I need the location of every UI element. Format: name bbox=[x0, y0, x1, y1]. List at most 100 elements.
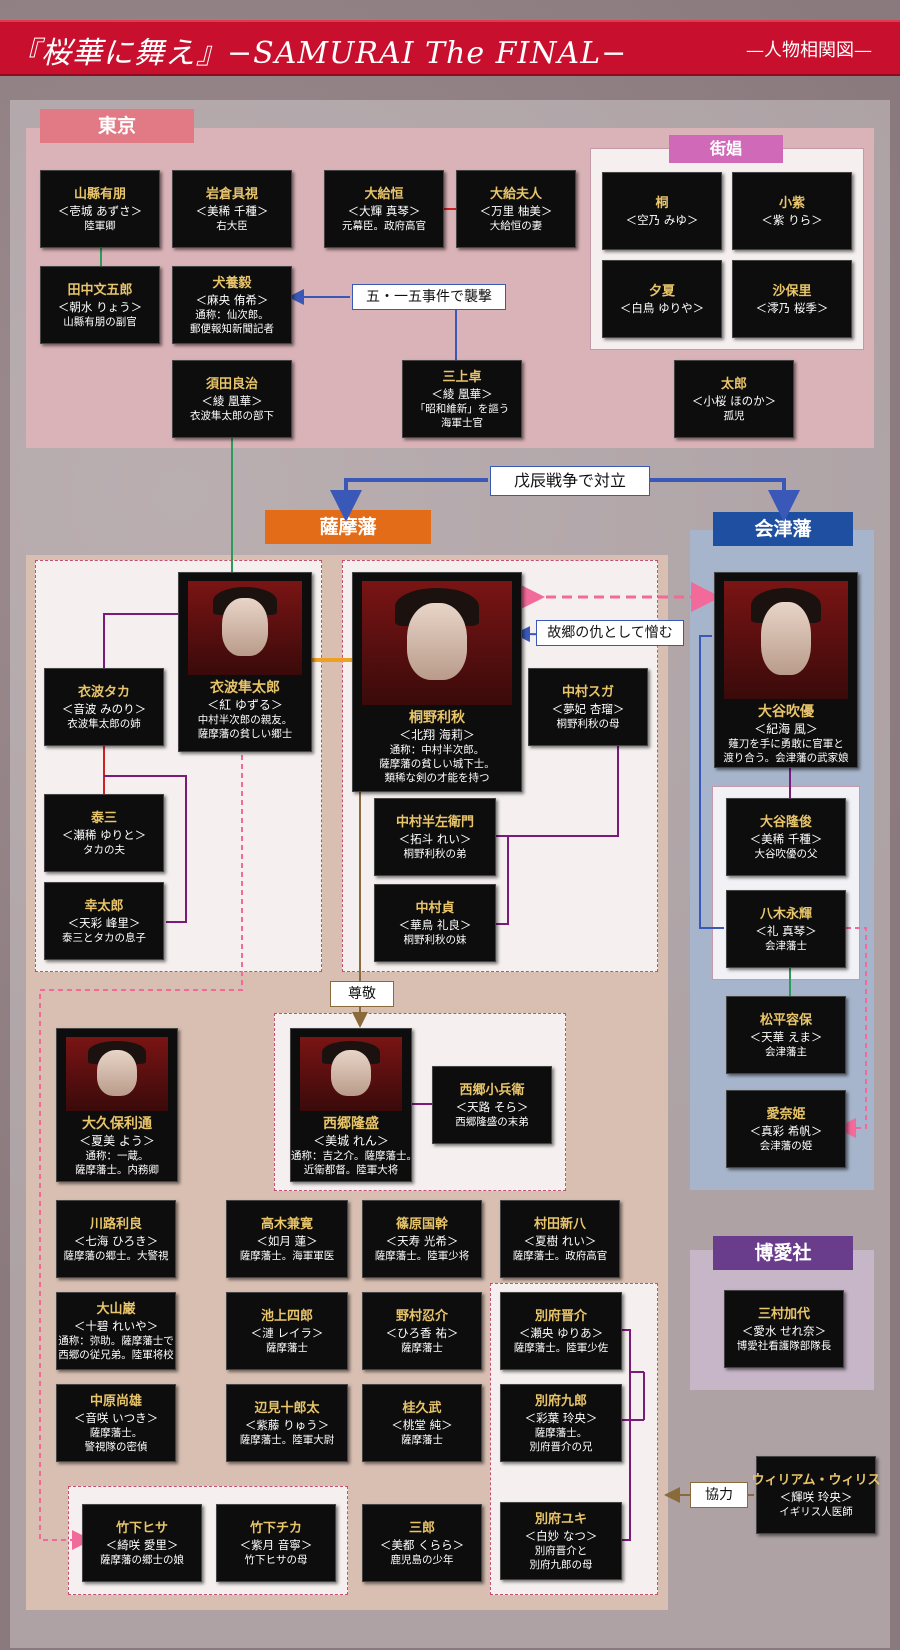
character-description: 衣波隼太郎の姉 bbox=[67, 717, 141, 730]
outside-card: ウィリアム・ウィリス＜輝咲 玲央＞イギリス人医師 bbox=[751, 1456, 881, 1534]
character-description: 薩摩藩士。 bbox=[89, 1426, 143, 1439]
character-description: 薩摩藩士。陸軍少佐 bbox=[513, 1341, 609, 1354]
actor-name: ＜大輝 真琴＞ bbox=[347, 203, 421, 218]
actor-name: ＜麻央 侑希＞ bbox=[195, 292, 269, 307]
tokyo-card: 山縣有朋＜壱城 あずさ＞陸軍卿 bbox=[40, 170, 160, 248]
character-description: 桐野利秋の妹 bbox=[403, 933, 467, 946]
actor-name: ＜白妙 なつ＞ bbox=[524, 1528, 598, 1543]
character-description: 通称：弥助。薩摩藩士で bbox=[58, 1334, 174, 1347]
character-name: 別府ユキ bbox=[534, 1511, 587, 1527]
satsuma-card: 幸太郎＜天彩 峰里＞泰三とタカの息子 bbox=[44, 882, 164, 960]
actor-name: ＜紫 りら＞ bbox=[761, 212, 823, 227]
character-name: 大給恒 bbox=[364, 186, 404, 202]
character-name: 沙保里 bbox=[772, 283, 812, 299]
character-description: 渡り合う。会津藩の武家娘 bbox=[723, 752, 849, 764]
character-description: 会津藩士 bbox=[765, 939, 807, 952]
actor-name: ＜美都 くらら＞ bbox=[379, 1537, 465, 1552]
actor-name: ＜夏美 よう＞ bbox=[79, 1134, 155, 1148]
label-aizu: 会津藩 bbox=[713, 512, 853, 546]
character-name: 池上四郎 bbox=[260, 1308, 313, 1324]
actor-name: ＜天寿 光希＞ bbox=[385, 1233, 459, 1248]
character-description: 通称：吉之介。薩摩藩士。 bbox=[291, 1150, 417, 1162]
character-description: 薩摩藩士。政府高官 bbox=[512, 1249, 608, 1262]
label-gaisho: 街娼 bbox=[669, 135, 783, 163]
actor-name: ＜音咲 いつき＞ bbox=[73, 1410, 159, 1425]
actor-name: ＜愛水 せれ奈＞ bbox=[741, 1323, 827, 1338]
label-hakuai: 博愛社 bbox=[713, 1236, 853, 1270]
actor-name: ＜紅 ゆずる＞ bbox=[207, 698, 283, 712]
character-description: イギリス人医師 bbox=[779, 1505, 853, 1518]
character-name: 大谷吹優 bbox=[758, 704, 814, 720]
character-description: 会津藩の姫 bbox=[759, 1139, 813, 1152]
character-description: タカの夫 bbox=[83, 843, 125, 856]
tokyo-card: 大給夫人＜万里 柚美＞大給恒の妻 bbox=[456, 170, 576, 248]
tokyo-card: 犬養毅＜麻央 侑希＞通称：仙次郎。郵便報知新聞記者 bbox=[172, 266, 292, 344]
character-name: 大給夫人 bbox=[489, 186, 542, 202]
character-name: 別府晋介 bbox=[534, 1308, 587, 1324]
note-revenge: 故郷の仇として憎む bbox=[536, 620, 684, 646]
character-description: 桐野利秋の弟 bbox=[403, 847, 467, 860]
character-description: 薩摩藩の貧しい郷士 bbox=[197, 728, 293, 740]
actor-name: ＜白鳥 ゆりや＞ bbox=[619, 300, 705, 315]
satsuma-card: 川路利良＜七海 ひろき＞薩摩藩の郷士。大警視 bbox=[56, 1200, 176, 1278]
character-description: 陸軍卿 bbox=[84, 219, 116, 232]
hakuai-card: 三村加代＜愛水 せれ奈＞博愛社看護隊部隊長 bbox=[724, 1290, 844, 1368]
character-description: 大谷吹優の父 bbox=[754, 847, 818, 860]
character-name: 須田良治 bbox=[205, 376, 258, 392]
character-name: 松平容保 bbox=[759, 1012, 812, 1028]
character-name: 大山巌 bbox=[96, 1301, 136, 1317]
character-description: 近衛都督。陸軍大将 bbox=[303, 1164, 399, 1176]
note-respect: 尊敬 bbox=[330, 981, 394, 1007]
actor-name: ＜紫月 音寧＞ bbox=[239, 1537, 313, 1552]
aizu-card: 愛奈姫＜真彩 希帆＞会津藩の姫 bbox=[726, 1090, 846, 1168]
character-name: 犬養毅 bbox=[212, 275, 252, 291]
actor-name: ＜北翔 海莉＞ bbox=[399, 728, 475, 742]
character-name: 愛奈姫 bbox=[766, 1106, 806, 1122]
satsuma-card: 辺見十郎太＜紫藤 りゅう＞薩摩藩士。陸軍大尉 bbox=[226, 1384, 348, 1462]
satsuma-card: 桂久武＜桃堂 純＞薩摩藩士 bbox=[362, 1384, 482, 1462]
character-name: 太郎 bbox=[720, 376, 747, 392]
character-name: 中村貞 bbox=[415, 900, 455, 916]
character-description: 薩摩藩士 bbox=[401, 1433, 443, 1446]
actor-name: ＜真彩 希帆＞ bbox=[749, 1123, 823, 1138]
satsuma-card: 村田新八＜夏樹 れい＞薩摩藩士。政府高官 bbox=[500, 1200, 620, 1278]
character-name: 中村スガ bbox=[561, 684, 614, 700]
character-description: 郵便報知新聞記者 bbox=[190, 322, 274, 335]
character-name: 田中文五郎 bbox=[67, 282, 133, 298]
aizu-card: 松平容保＜天華 えま＞会津藩主 bbox=[726, 996, 846, 1074]
character-description: 薩摩藩の貧しい城下士。 bbox=[379, 758, 495, 770]
actor-name: ＜万里 柚美＞ bbox=[479, 203, 553, 218]
character-description: 山縣有朋の副官 bbox=[63, 315, 137, 328]
character-name: 岩倉具視 bbox=[205, 186, 258, 202]
main-card-kirino: 桐野利秋＜北翔 海莉＞通称：中村半次郎。薩摩藩の貧しい城下士。類稀な剣の才能を持… bbox=[352, 572, 522, 792]
character-description: 「昭和維新」を謳う bbox=[414, 402, 510, 415]
actor-name: ＜如月 蓮＞ bbox=[256, 1233, 318, 1248]
actor-name: ＜十碧 れいや＞ bbox=[73, 1318, 159, 1333]
character-description: 鹿児島の少年 bbox=[390, 1553, 454, 1566]
character-name: 桐野利秋 bbox=[409, 710, 465, 726]
actor-name: ＜礼 真琴＞ bbox=[755, 923, 817, 938]
character-name: 三村加代 bbox=[757, 1306, 810, 1322]
character-description: 竹下ヒサの母 bbox=[244, 1553, 308, 1566]
portrait-face bbox=[96, 1050, 138, 1097]
character-name: 村田新八 bbox=[533, 1216, 586, 1232]
satsuma-card: 中村貞＜華鳥 礼良＞桐野利秋の妹 bbox=[374, 884, 496, 962]
actor-name: ＜澪乃 桜季＞ bbox=[755, 300, 829, 315]
character-description: 通称：仙次郎。 bbox=[195, 308, 269, 321]
gaisho-card: 沙保里＜澪乃 桜季＞ bbox=[732, 260, 852, 338]
gaisho-card: 小紫＜紫 りら＞ bbox=[732, 172, 852, 250]
portrait-photo bbox=[362, 581, 512, 705]
character-name: 西郷隆盛 bbox=[323, 1116, 379, 1132]
label-satsuma: 薩摩藩 bbox=[265, 510, 431, 544]
portrait-photo bbox=[66, 1037, 168, 1111]
portrait-face bbox=[761, 602, 811, 676]
character-description: 衣波隼太郎の部下 bbox=[190, 409, 274, 422]
satsuma-card: 中原尚雄＜音咲 いつき＞薩摩藩士。警視隊の密偵 bbox=[56, 1384, 176, 1462]
character-name: 幸太郎 bbox=[84, 898, 124, 914]
character-description: 薩摩藩士。陸軍少将 bbox=[374, 1249, 470, 1262]
character-name: 辺見十郎太 bbox=[254, 1400, 320, 1416]
character-name: 小紫 bbox=[778, 195, 805, 211]
satsuma-card: 大山巌＜十碧 れいや＞通称：弥助。薩摩藩士で西郷の従兄弟。陸軍将校 bbox=[56, 1292, 176, 1370]
character-name: 中村半左衛門 bbox=[395, 814, 474, 830]
character-description: 薩摩藩士 bbox=[266, 1341, 308, 1354]
